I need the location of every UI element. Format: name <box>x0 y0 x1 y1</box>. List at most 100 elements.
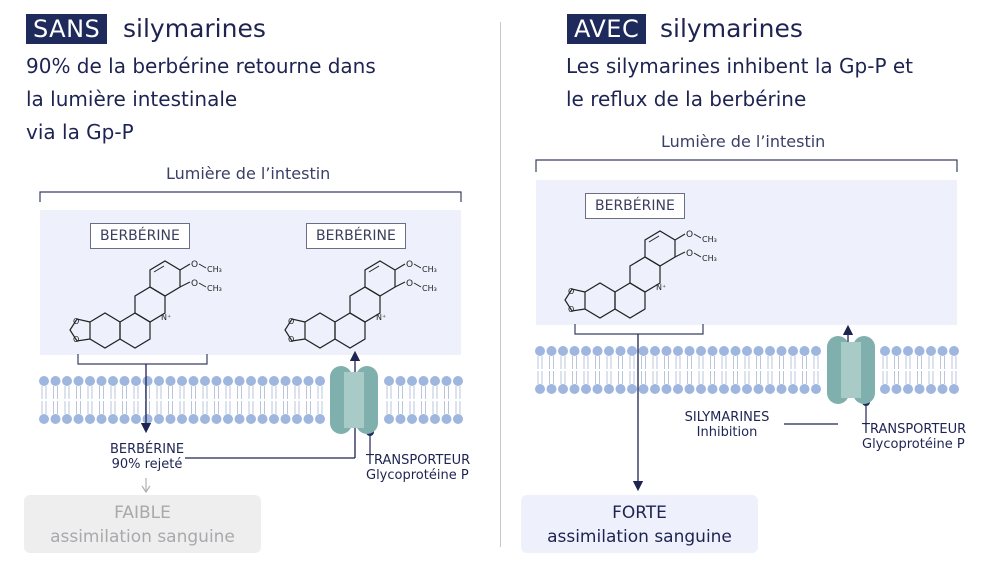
right-inhibition-text: SILYMARINES Inhibition <box>672 410 782 440</box>
left-rejected-line1: BERBÉRINE <box>109 442 185 457</box>
lipid-molecule <box>38 375 50 425</box>
lipid-molecule <box>569 345 580 395</box>
left-transporter <box>330 366 378 434</box>
left-subtitle-line: 90% de la berbérine retourne dans <box>26 54 376 78</box>
right-result-line2: assimilation sanguine <box>547 527 732 547</box>
lipid-molecule <box>661 345 672 395</box>
left-molecule-label-1: BERBÉRINE <box>90 223 190 249</box>
right-molecule-label: BERBÉRINE <box>585 193 685 219</box>
lipid-molecule <box>130 375 142 425</box>
lipid-molecule <box>234 375 245 425</box>
lipid-molecule <box>395 375 406 425</box>
lipid-molecule <box>707 345 718 395</box>
lipid-molecule <box>546 345 557 395</box>
left-result-line2: assimilation sanguine <box>50 527 235 547</box>
left-transporter-line2: Glycoprotéine P <box>366 468 469 483</box>
left-subtitle-line: via la Gp-P <box>26 120 134 144</box>
lipid-molecule <box>753 345 764 395</box>
left-subtitle-line: la lumière intestinale <box>26 87 238 111</box>
lipid-molecule <box>429 375 441 425</box>
lipid-molecule <box>730 345 741 395</box>
lipid-molecule <box>718 345 730 395</box>
lipid-molecule <box>557 345 569 395</box>
lipid-molecule <box>810 345 822 395</box>
left-result-box: FAIBLE assimilation sanguine <box>24 495 261 553</box>
lipid-molecule <box>84 375 96 425</box>
lipid-molecule <box>638 345 649 395</box>
lipid-molecule <box>452 375 464 425</box>
right-transporter-line1: TRANSPORTEUR <box>862 422 967 437</box>
lipid-molecule <box>441 375 452 425</box>
right-membrane <box>534 345 960 395</box>
lipid-molecule <box>672 345 684 395</box>
lipid-molecule <box>383 375 395 425</box>
lipid-molecule <box>142 375 153 425</box>
right-result-box: FORTE assimilation sanguine <box>521 495 758 553</box>
right-transporter-line2: Glycoprotéine P <box>862 437 965 452</box>
lipid-molecule <box>165 375 176 425</box>
left-transporter-text: TRANSPORTEUR Glycoprotéine P <box>366 453 470 483</box>
left-subtitle: 90% de la berbérine retourne dans la lum… <box>26 50 376 149</box>
right-inhibition-line1: SILYMARINES <box>684 410 770 425</box>
left-badge: SANS <box>26 14 108 44</box>
lipid-molecule <box>592 345 603 395</box>
lipid-molecule <box>684 345 695 395</box>
right-inhibition-line2: Inhibition <box>696 425 758 440</box>
lipid-molecule <box>268 375 280 425</box>
lipid-molecule <box>879 345 891 395</box>
lipid-molecule <box>119 375 130 425</box>
lipid-molecule <box>626 345 638 395</box>
lipid-molecule <box>61 375 73 425</box>
left-rejected-text: BERBÉRINE 90% rejeté <box>98 442 196 472</box>
right-lumiere-label: Lumière de l’intestin <box>661 132 826 151</box>
lipid-molecule <box>914 345 925 395</box>
lipid-molecule <box>73 375 84 425</box>
lipid-molecule <box>741 345 753 395</box>
lipid-molecule <box>50 375 61 425</box>
panel-divider <box>500 22 501 547</box>
lipid-molecule <box>222 375 234 425</box>
lipid-molecule <box>245 375 257 425</box>
lipid-molecule <box>937 345 948 395</box>
lipid-molecule <box>303 375 314 425</box>
lipid-molecule <box>925 345 937 395</box>
lipid-molecule <box>199 375 211 425</box>
lipid-molecule <box>96 375 107 425</box>
right-transporter <box>827 336 875 404</box>
left-transporter-line1: TRANSPORTEUR <box>366 453 471 468</box>
lipid-molecule <box>211 375 222 425</box>
right-subtitle-line: le reflux de la berbérine <box>566 87 807 111</box>
lipid-molecule <box>695 345 707 395</box>
left-rejected-line2: 90% rejeté <box>111 457 183 472</box>
lipid-molecule <box>799 345 810 395</box>
lipid-molecule <box>603 345 615 395</box>
lipid-molecule <box>948 345 960 395</box>
left-molecule-label-2: BERBÉRINE <box>306 223 406 249</box>
right-subtitle-line: Les silymarines inhibent la Gp-P et <box>566 54 914 78</box>
left-title-word: silymarines <box>123 14 266 43</box>
left-lumiere-label: Lumière de l’intestin <box>166 164 331 183</box>
lipid-molecule <box>176 375 188 425</box>
lipid-molecule <box>649 345 661 395</box>
lipid-molecule <box>188 375 199 425</box>
lipid-molecule <box>418 375 429 425</box>
lipid-molecule <box>787 345 799 395</box>
lipid-molecule <box>257 375 268 425</box>
right-result-line1: FORTE <box>612 503 667 523</box>
lipid-molecule <box>153 375 165 425</box>
lipid-molecule <box>891 345 902 395</box>
lipid-molecule <box>580 345 592 395</box>
lipid-molecule <box>534 345 546 395</box>
lipid-molecule <box>615 345 626 395</box>
lipid-molecule <box>902 345 914 395</box>
right-badge: AVEC <box>567 14 647 44</box>
lipid-molecule <box>107 375 119 425</box>
lipid-molecule <box>776 345 787 395</box>
lipid-molecule <box>764 345 776 395</box>
lipid-molecule <box>291 375 303 425</box>
left-membrane <box>38 375 464 425</box>
lipid-molecule <box>406 375 418 425</box>
lipid-molecule <box>314 375 326 425</box>
lipid-molecule <box>280 375 291 425</box>
right-title-word: silymarines <box>660 14 803 43</box>
